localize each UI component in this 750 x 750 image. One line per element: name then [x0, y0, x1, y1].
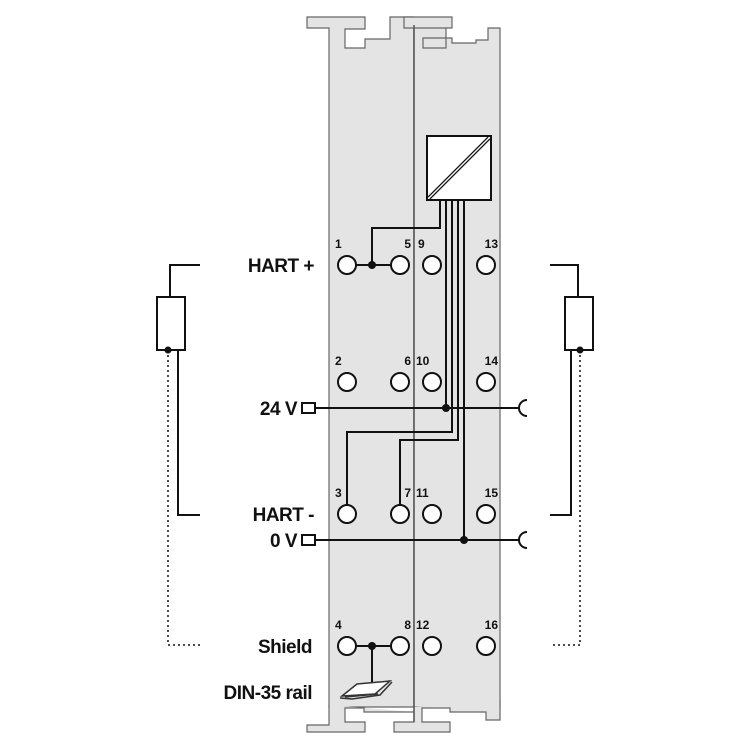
terminal-number: 9 [418, 237, 425, 251]
label-din-rail: DIN-35 rail [224, 683, 312, 704]
terminal-9[interactable] [422, 255, 442, 275]
terminal-number: 11 [416, 486, 429, 500]
terminal-number: 16 [485, 618, 499, 632]
terminals [337, 255, 496, 656]
terminal-12[interactable] [422, 636, 442, 656]
terminal-number: 14 [485, 354, 499, 368]
terminal-number: 4 [335, 618, 342, 632]
din-rail-icon [339, 680, 393, 700]
terminal-16[interactable] [476, 636, 496, 656]
terminal-numbers: 1 2 3 4 5 6 7 8 9 10 11 12 13 14 15 16 [335, 237, 498, 632]
label-24v: 24 V [260, 399, 298, 420]
terminal-6[interactable] [390, 372, 410, 392]
terminal-13[interactable] [476, 255, 496, 275]
converter-symbol [426, 135, 492, 201]
terminal-number: 7 [404, 486, 411, 500]
terminal-15[interactable] [476, 504, 496, 524]
terminal-number: 13 [485, 237, 499, 251]
terminal-number: 5 [404, 237, 411, 251]
terminal-4[interactable] [337, 636, 357, 656]
terminal-11[interactable] [422, 504, 442, 524]
supply-0v-line [301, 531, 528, 549]
terminal-number: 3 [335, 486, 342, 500]
label-shield: Shield [258, 637, 312, 658]
terminal-number: 15 [485, 486, 499, 500]
resistor-icon [156, 296, 186, 351]
terminal-14[interactable] [476, 372, 496, 392]
field-device-left [156, 264, 200, 646]
field-device-right [550, 264, 594, 646]
terminal-number: 10 [416, 354, 430, 368]
label-0v: 0 V [270, 531, 298, 552]
terminal-5[interactable] [390, 255, 410, 275]
supply-24v-line [301, 399, 528, 417]
resistor-icon [564, 296, 594, 351]
terminal-7[interactable] [390, 504, 410, 524]
label-hart-minus: HART - [253, 505, 315, 526]
terminal-2[interactable] [337, 372, 357, 392]
terminal-number: 1 [335, 237, 342, 251]
terminal-number: 2 [335, 354, 342, 368]
terminal-8[interactable] [390, 636, 410, 656]
terminal-10[interactable] [422, 372, 442, 392]
terminal-number: 6 [404, 354, 411, 368]
terminal-number: 12 [416, 618, 430, 632]
label-hart-plus: HART + [248, 256, 315, 277]
terminal-3[interactable] [337, 504, 357, 524]
terminal-1[interactable] [337, 255, 357, 275]
terminal-number: 8 [404, 618, 411, 632]
